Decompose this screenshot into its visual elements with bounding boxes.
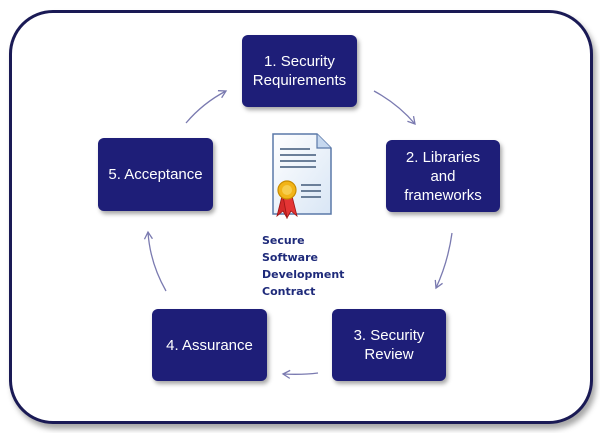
center-caption: Secure Software Development Contract xyxy=(262,232,372,300)
step-label-line: 1. Security xyxy=(264,53,335,70)
caption-line: Development xyxy=(262,268,345,281)
step-assurance[interactable]: 4. Assurance xyxy=(152,309,267,381)
step-label-line: 2. Libraries xyxy=(405,148,481,166)
caption-line: Secure xyxy=(262,234,305,247)
step-label-line: frameworks xyxy=(404,186,482,204)
step-label-line: 4. Assurance xyxy=(166,336,253,354)
step-acceptance[interactable]: 5. Acceptance xyxy=(98,138,213,211)
step-libraries-and-frameworks[interactable]: 2. Libraries and frameworks xyxy=(386,140,500,212)
step-label-line: and xyxy=(430,167,456,185)
caption-line: Software xyxy=(262,251,318,264)
certificate-document-icon xyxy=(272,133,332,220)
step-label-line: Review xyxy=(364,346,414,363)
step-label-line: Requirements xyxy=(252,72,347,89)
step-security-review[interactable]: 3. Security Review xyxy=(332,309,446,381)
step-label-line: 5. Acceptance xyxy=(108,166,203,183)
caption-line: Contract xyxy=(262,285,316,298)
step-label-line: 3. Security xyxy=(353,327,425,344)
step-security-requirements[interactable]: 1. Security Requirements xyxy=(242,35,357,107)
